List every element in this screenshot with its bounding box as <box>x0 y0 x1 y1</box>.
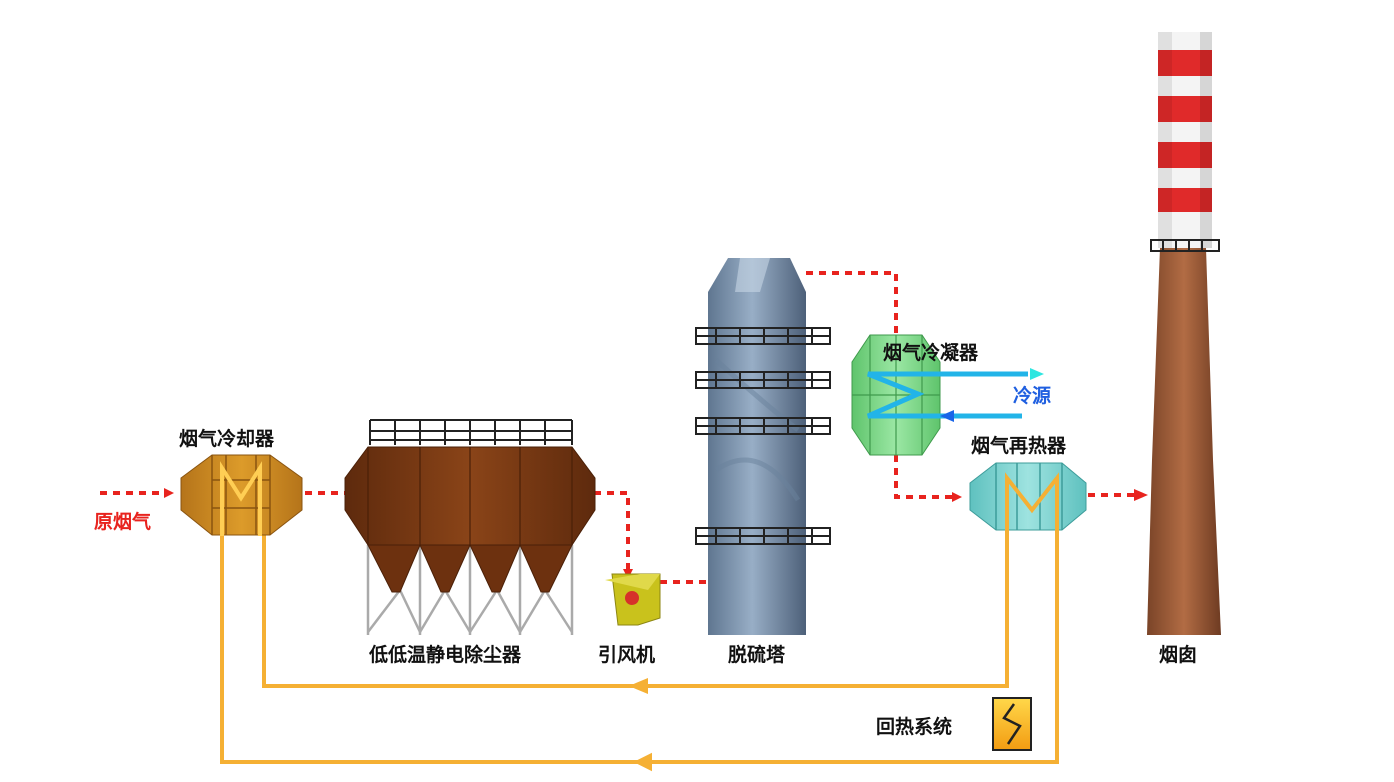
chimney <box>1147 32 1221 635</box>
flue-gas-reheater-label: 烟气再热器 <box>971 434 1067 457</box>
heat-exchanger-coil-icon <box>220 461 262 536</box>
chimney-label: 烟囱 <box>1159 643 1197 666</box>
heat-medium-loop <box>220 535 1059 772</box>
esp-unit <box>344 419 596 635</box>
flue-gas-cooler-label: 烟气冷却器 <box>179 427 275 450</box>
cold-out-arrow-icon <box>1030 368 1044 380</box>
desulfurization-tower-label: 脱硫塔 <box>728 643 786 666</box>
cold-source-label: 冷源 <box>1013 384 1051 407</box>
cold-in-arrow-icon <box>940 410 954 422</box>
flue-gas-reheater <box>969 462 1087 536</box>
desulfurization-tower <box>695 258 831 635</box>
esp-label: 低低温静电除尘器 <box>368 643 522 666</box>
raw-flue-gas-label: 原烟气 <box>94 510 151 533</box>
heat-exchanger-coil-icon <box>1005 472 1059 536</box>
flue-gas-condenser <box>851 334 1044 456</box>
id-fan-label: 引风机 <box>598 644 655 666</box>
fan-icon <box>605 573 661 626</box>
flue-gas-condenser-label: 烟气冷凝器 <box>883 341 979 364</box>
heat-recovery-unit-icon <box>992 697 1032 751</box>
flue-gas-flow <box>100 271 1148 584</box>
cooling-coil-icon <box>866 371 1028 419</box>
flue-gas-cooler <box>180 454 303 536</box>
heat-recovery-system-label: 回热系统 <box>876 715 952 738</box>
